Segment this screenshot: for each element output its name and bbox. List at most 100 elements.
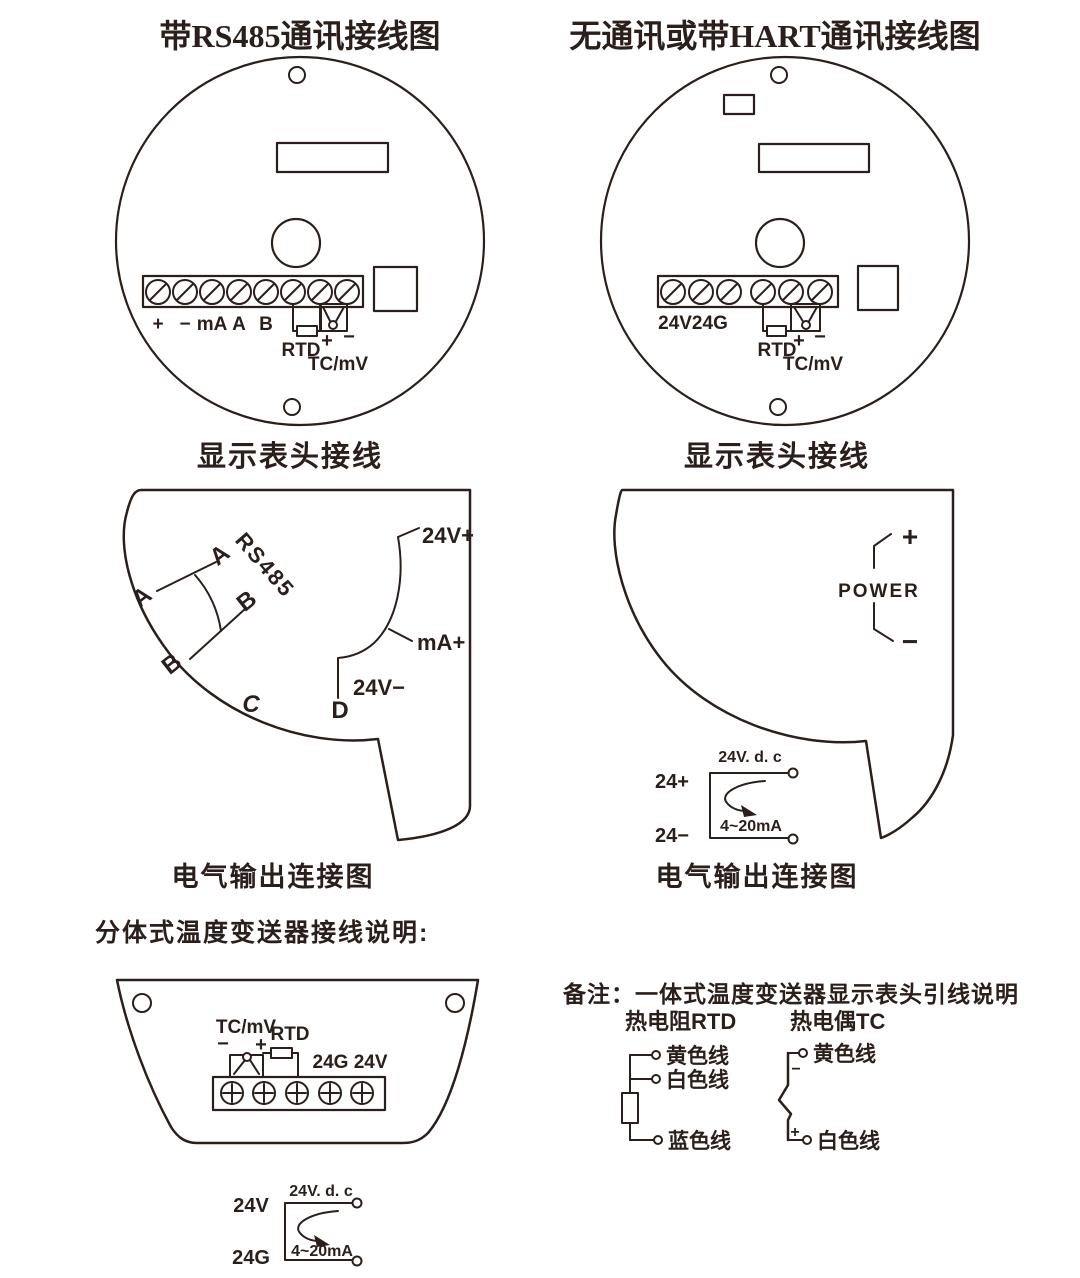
v-plus-label: 24V+ — [422, 523, 474, 548]
rtd-label: RTD — [270, 1024, 309, 1045]
current-arrowhead — [741, 805, 757, 817]
c-label: C — [242, 691, 260, 718]
supply-block: 24V. d. c 4~20mA 24V 24G — [232, 1183, 363, 1269]
rs485-title: 带RS485通讯接线图 — [160, 18, 441, 54]
side-box — [856, 264, 900, 312]
tc-minus-label: − — [814, 326, 826, 348]
terminal-label-minus: − — [179, 314, 190, 335]
tc-plus-label: + — [321, 330, 333, 352]
b-line — [189, 608, 246, 660]
ma-plus-lead — [388, 628, 413, 642]
angle-arc — [194, 574, 222, 632]
tc-wiring — [319, 303, 348, 332]
screw-hole-bottom — [283, 398, 301, 416]
tc-minus-label: − — [217, 1033, 229, 1055]
v-plus-lead — [397, 527, 420, 538]
rtd-wiring — [762, 303, 792, 337]
supply-pos-label: 24V — [233, 1195, 269, 1217]
rtd-label: RTD — [281, 340, 320, 361]
rs485-head-diagram: + − mA A B + − RTD TC/mV — [114, 55, 486, 427]
enclosure-circle — [599, 55, 971, 427]
hart-head-caption: 显示表头接线 — [684, 440, 870, 473]
rtd-wire-white: 白色线 — [666, 1068, 729, 1092]
ma-plus-label: mA+ — [417, 630, 465, 655]
power-plus-label: + — [902, 521, 918, 552]
terminal-strip — [141, 274, 365, 309]
terminal-screws — [220, 1081, 374, 1105]
tc-mv-label: TC/mV — [216, 1017, 277, 1038]
power-label: POWER — [838, 581, 920, 602]
tc-minus-label: − — [791, 1061, 800, 1078]
tc-wiring — [229, 1052, 264, 1078]
center-hole — [270, 217, 322, 269]
rtd-heading: 热电阻RTD — [625, 1009, 736, 1034]
supply-neg-label: 24G — [232, 1247, 270, 1269]
power-bracket-bottom — [873, 602, 894, 642]
rtd-wiring — [292, 303, 322, 337]
screw-hole-top — [770, 66, 788, 84]
rtd-wire-blue: 蓝色线 — [668, 1129, 731, 1153]
terminal-label-a: A — [232, 314, 246, 335]
rtd-wire-yellow: 黄色线 — [666, 1044, 729, 1068]
screw-hole-bottom — [769, 398, 787, 416]
power-minus-label: − — [902, 626, 918, 657]
a-line — [156, 561, 217, 592]
tc-mv-label: TC/mV — [308, 354, 369, 375]
housing-outline — [115, 978, 480, 1145]
a-outer-label: A — [127, 581, 157, 613]
vdc-label: 24V. d. c — [718, 749, 782, 766]
b-outer-label: B — [157, 648, 187, 680]
screw-hole-top — [288, 66, 306, 84]
board-outline — [613, 488, 955, 840]
tc-lead-diagram: − + 黄色线 白色线 — [777, 1042, 880, 1153]
mount-hole-right — [445, 993, 465, 1013]
d-label: D — [331, 697, 348, 724]
rs485-head-caption: 显示表头接线 — [197, 440, 383, 473]
terminal-label-ma: mA — [197, 314, 228, 335]
supply-block: 24V. d. c 4~20mA 24+ 24− — [655, 749, 799, 847]
rtd-lead-diagram: 黄色线 白色线 蓝色线 — [621, 1044, 731, 1153]
current-arrowhead — [314, 1235, 330, 1247]
terminal-label-b: B — [259, 314, 273, 335]
split-title: 分体式温度变送器接线说明: — [95, 918, 429, 947]
tc-wire-yellow: 黄色线 — [813, 1042, 876, 1066]
hart-head-diagram: 24V24G + − RTD TC/mV — [599, 55, 971, 427]
terminal-screws — [145, 279, 360, 305]
tc-mv-label: TC/mV — [783, 354, 844, 375]
note-title: 备注：一体式温度变送器显示表头引线说明 — [562, 981, 1019, 1007]
rtd-wiring — [262, 1047, 299, 1078]
b-inner-label: B — [232, 585, 262, 617]
rtd-label: RTD — [757, 340, 796, 361]
supply-neg-label: 24− — [655, 825, 689, 847]
terminal-screws — [660, 279, 833, 305]
range-label: 4~20mA — [720, 818, 782, 835]
tc-minus-label: − — [343, 326, 355, 348]
integrated-note: 备注：一体式温度变送器显示表头引线说明 热电阻RTD 热电偶TC 黄色线 白色线… — [562, 981, 1019, 1153]
power-bracket-top — [873, 533, 892, 569]
tc-plus-label: + — [790, 1124, 799, 1141]
center-hole — [754, 217, 806, 269]
tc-heading: 热电偶TC — [790, 1009, 885, 1034]
v-minus-label: 24V− — [353, 675, 405, 700]
current-arrow — [297, 1210, 339, 1242]
tc-wire-white: 白色线 — [817, 1129, 880, 1153]
tc-plus-label: + — [255, 1034, 267, 1056]
hart-title: 无通讯或带HART通讯接线图 — [569, 18, 980, 54]
hart-output-diagram: + − POWER 24V. d. c 4~20mA 24+ 24− — [613, 488, 955, 847]
split-transmitter-diagram: TC/mV RTD − + 24G 24V — [115, 978, 480, 1269]
mount-hole-left — [132, 993, 152, 1013]
connector-arc — [337, 536, 402, 699]
vdc-label: 24V. d. c — [289, 1183, 353, 1200]
power-terminal-labels: 24V24G — [658, 313, 728, 334]
board-outline — [122, 488, 472, 842]
small-window — [722, 93, 756, 116]
rs485-output-diagram: A A B B RS485 C D 24V+ mA+ 24V− — [122, 488, 474, 842]
rs485-output-caption: 电气输出连接图 — [172, 861, 375, 892]
range-label: 4~20mA — [291, 1243, 353, 1260]
side-box — [372, 265, 419, 313]
terminal-strip — [656, 274, 840, 309]
hart-output-caption: 电气输出连接图 — [656, 861, 859, 892]
terminal-label-plus: + — [152, 314, 163, 335]
supply-pos-label: 24+ — [655, 771, 689, 793]
